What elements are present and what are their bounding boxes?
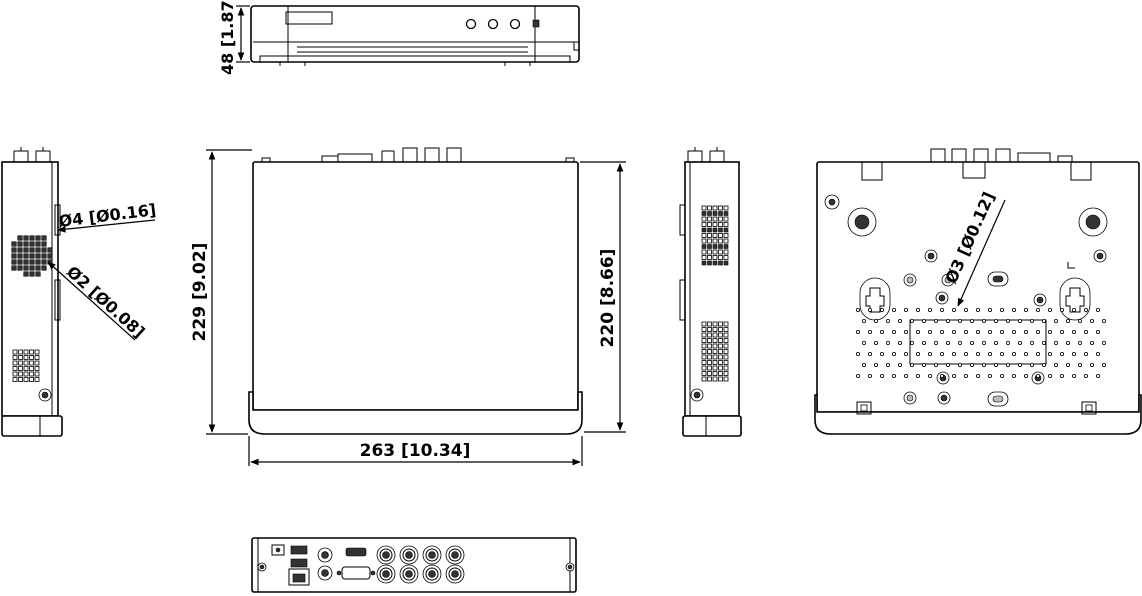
- rear-view: [251, 537, 577, 593]
- side-vent-lower: [701, 321, 729, 382]
- depth-body-dimension: 220 [8.66]: [580, 161, 626, 433]
- right-side-view: [679, 147, 742, 437]
- vga-port: [341, 566, 371, 580]
- bottom-view: [814, 148, 1142, 435]
- height-label: 48 [1.87]: [218, 0, 237, 75]
- wall-mount-right: [1059, 277, 1091, 321]
- hole-side-large-callout: Ø4 [Ø0.16]: [57, 200, 158, 233]
- top-view: [248, 147, 583, 435]
- wall-mount-left: [859, 277, 891, 321]
- left-side-view: [1, 147, 63, 437]
- side-vent-small: [12, 349, 40, 382]
- front-view: [250, 5, 580, 66]
- front-led-2: [487, 18, 499, 30]
- depth-total-label: 229 [9.02]: [190, 243, 210, 342]
- side-vent-upper: [701, 205, 729, 266]
- front-led-3: [509, 18, 521, 30]
- front-led-1: [465, 18, 477, 30]
- width-label: 263 [10.34]: [360, 441, 471, 461]
- lan-port: [288, 568, 310, 586]
- width-dimension: 263 [10.34]: [248, 436, 583, 466]
- hdmi-port: [345, 547, 367, 557]
- usb-port-2: [290, 558, 308, 568]
- bottom-vent-holes: [856, 307, 1107, 378]
- bnc-video-inputs: [376, 545, 465, 584]
- height-dimension: 48 [1.87]: [218, 0, 250, 75]
- depth-body-label: 220 [8.66]: [598, 249, 618, 348]
- depth-total-dimension: 229 [9.02]: [190, 149, 252, 435]
- hole-side-large-label: Ø4 [Ø0.16]: [58, 200, 158, 231]
- side-vent-round: [11, 235, 53, 277]
- hole-side-small-callout: Ø2 [Ø0.08]: [47, 261, 149, 342]
- usb-port-1: [290, 545, 308, 555]
- hole-side-small-label: Ø2 [Ø0.08]: [63, 262, 149, 342]
